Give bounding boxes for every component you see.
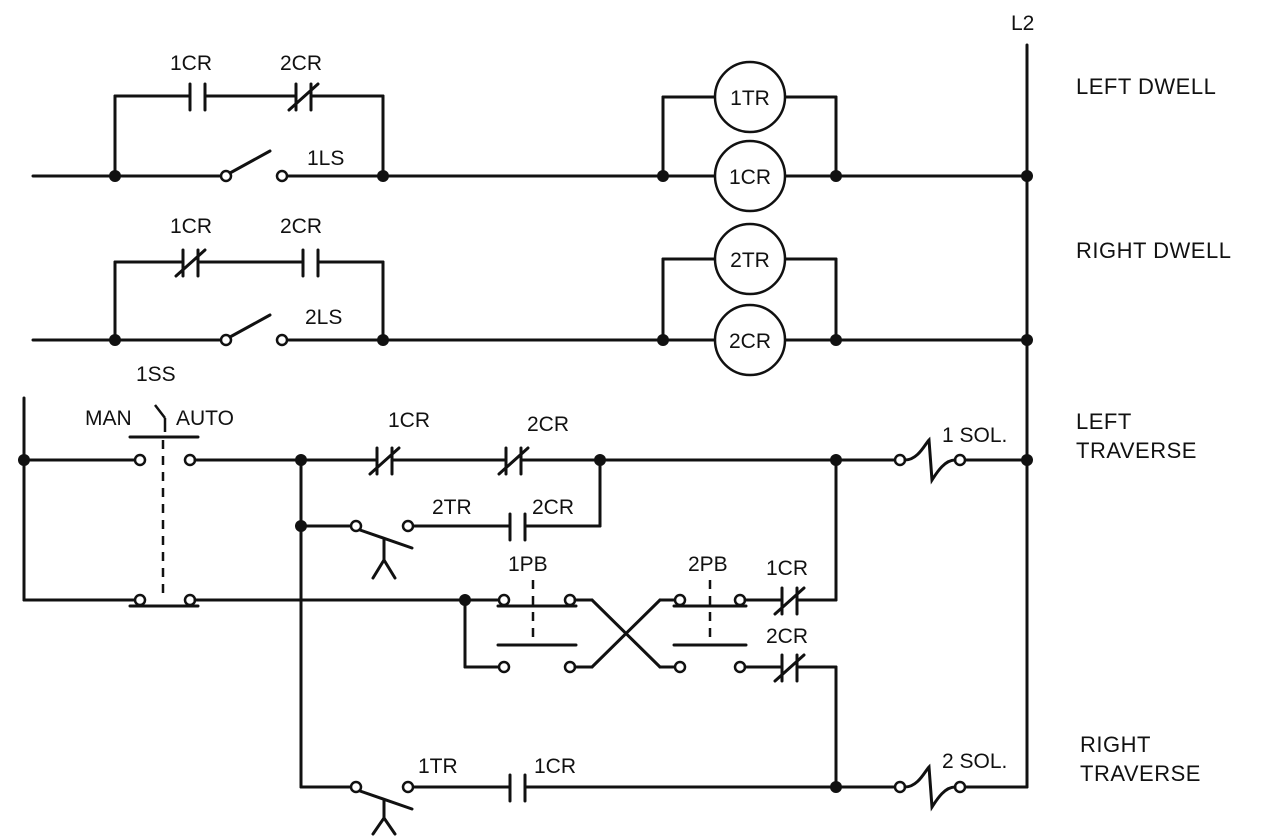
rung-right-dwell: 1CR 2CR 2LS 2TR 2CR RIGHT D <box>31 215 1231 377</box>
coil-2tr-label: 2TR <box>730 249 770 272</box>
pushbutton-network: 1PB 2PB 1CR <box>193 458 838 789</box>
coil-1tr-label: 1TR <box>730 87 770 110</box>
contact-1cr-nc-interlock-label: 1CR <box>766 557 808 580</box>
contact-1cr-nc <box>174 248 207 278</box>
side-label-left-dwell: LEFT DWELL <box>1076 74 1216 99</box>
pushbutton-2pb <box>672 580 748 674</box>
pushbutton-1pb <box>496 580 578 674</box>
contact-1cr-no <box>188 82 207 112</box>
coil-1tr: 1TR <box>713 60 787 134</box>
timer-contact-1tr <box>349 780 415 836</box>
rung-left-traverse: 1CR 2CR 1 SOL. LEFT TRAVERSE <box>193 409 1197 485</box>
coil-1cr: 1CR <box>713 139 787 213</box>
contact-1cr-nc-label: 1CR <box>170 215 212 238</box>
contact-2cr-nc-interlock-label: 2CR <box>766 625 808 648</box>
coil-2tr: 2TR <box>713 222 787 296</box>
selector-name-label: 1SS <box>136 363 176 386</box>
l2-rail: L2 <box>1011 12 1034 789</box>
selector-switch-1ss: 1SS MAN AUTO <box>18 363 234 608</box>
contact-1cr-nc-interlock <box>773 586 806 616</box>
coil-1cr-label: 1CR <box>729 166 771 189</box>
l2-label: L2 <box>1011 12 1034 35</box>
contact-1cr-no-bottom-label: 1CR <box>534 755 576 778</box>
solenoid-1-label: 1 SOL. <box>942 424 1007 447</box>
side-label-right-traverse-2: TRAVERSE <box>1080 761 1201 786</box>
contact-2cr-nc-traverse <box>497 446 530 476</box>
branch-2tr: 2TR 2CR <box>295 458 602 789</box>
solenoid-2 <box>893 763 967 812</box>
solenoid-2-label: 2 SOL. <box>942 750 1007 773</box>
rung-left-dwell: 1CR 2CR 1LS 1TR 1CR <box>31 52 1216 213</box>
side-label-right-traverse-1: RIGHT <box>1080 732 1151 757</box>
solenoid-1 <box>893 436 967 485</box>
contact-2cr-no-label: 2CR <box>280 215 322 238</box>
rung-right-traverse: 1TR 1CR 2 SOL. RIGHT TRAVERSE <box>299 732 1201 836</box>
contact-2cr-no-branch <box>508 512 527 542</box>
timer-contact-2tr <box>349 519 415 580</box>
contact-2cr-no <box>301 248 320 278</box>
contact-2cr-nc-traverse-label: 2CR <box>527 413 569 436</box>
coil-2cr: 2CR <box>713 303 787 377</box>
limit-switch-2ls-label: 2LS <box>305 306 342 329</box>
selector-auto-label: AUTO <box>176 407 234 430</box>
timer-contact-1tr-label: 1TR <box>418 755 458 778</box>
limit-switch-1ls <box>219 149 289 183</box>
pushbutton-2pb-label: 2PB <box>688 553 728 576</box>
limit-switch-2ls <box>219 313 289 347</box>
contact-2cr-label: 2CR <box>280 52 322 75</box>
contact-2cr-nc-interlock <box>773 653 806 683</box>
side-label-left-traverse-1: LEFT <box>1076 409 1132 434</box>
contact-2cr-no-branch-label: 2CR <box>532 496 574 519</box>
contact-1cr-label: 1CR <box>170 52 212 75</box>
side-label-right-dwell: RIGHT DWELL <box>1076 238 1231 263</box>
contact-2cr-nc <box>287 82 320 112</box>
contact-1cr-nc-traverse <box>368 446 401 476</box>
contact-1cr-nc-traverse-label: 1CR <box>388 409 430 432</box>
selector-man-label: MAN <box>85 407 132 430</box>
pushbutton-1pb-label: 1PB <box>508 553 548 576</box>
timer-contact-2tr-label: 2TR <box>432 496 472 519</box>
side-label-left-traverse-2: TRAVERSE <box>1076 438 1197 463</box>
limit-switch-1ls-label: 1LS <box>307 147 344 170</box>
coil-2cr-label: 2CR <box>729 330 771 353</box>
contact-1cr-no-bottom <box>508 773 527 803</box>
